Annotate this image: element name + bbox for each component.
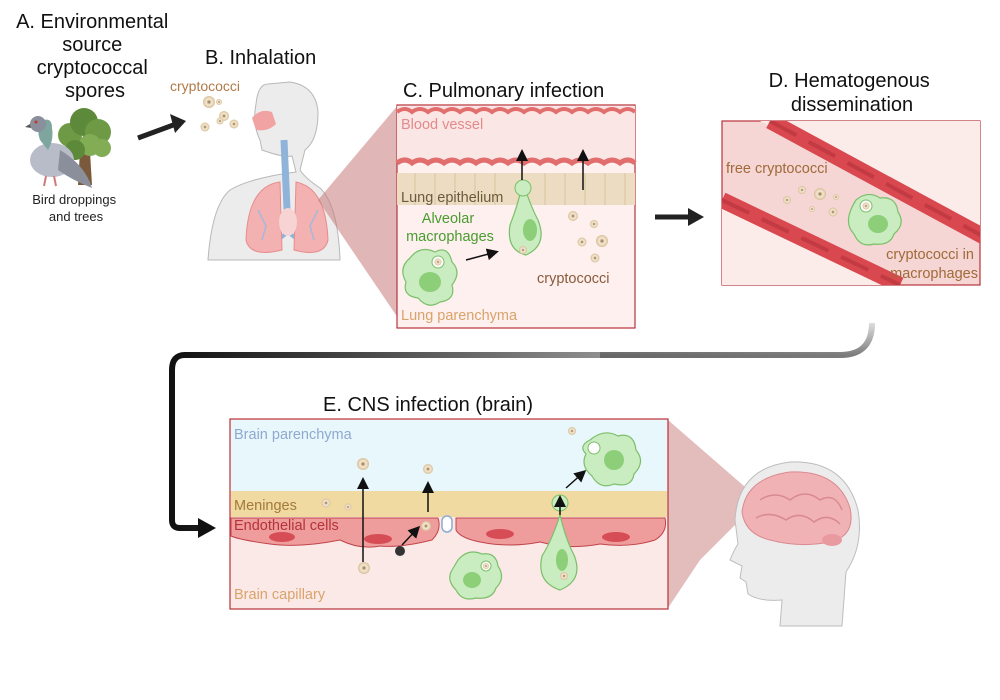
brain-parenchyma-label: Brain parenchyma — [234, 427, 353, 443]
alveolar-macrophages-label: Alveolar macrophages — [406, 211, 494, 245]
blood-vessel-label: Blood vessel — [401, 117, 483, 133]
human-bust-icon — [207, 81, 341, 261]
meninges-label: Meninges — [234, 498, 297, 514]
alveolar-macrophage — [402, 248, 458, 306]
panel-b: B. Inhalation cryptococci — [170, 47, 341, 261]
panel-d-title: D. Hematogenous dissemination — [769, 70, 936, 116]
lung-spores — [568, 211, 608, 263]
panel-e: E. CNS infection (brain) Brain parenchym… — [229, 394, 760, 610]
brain-macrophage — [582, 432, 642, 487]
lung-epithelium-label: Lung epithelium — [401, 190, 503, 206]
blood-spores — [783, 186, 839, 217]
zoom-wedge-lung — [318, 105, 398, 318]
panel-a: A. Environmental source cryptococcal spo… — [16, 11, 174, 224]
endothelial-cells-label: Endothelial cells — [234, 518, 339, 534]
arrow-d-to-e — [169, 322, 875, 538]
migrating-macrophage — [508, 149, 589, 256]
panel-c: C. Pulmonary infection Blood vessel Lung… — [395, 80, 637, 329]
panel-a-title: A. Environmental source cryptococcal spo… — [16, 11, 174, 102]
panel-b-cryptococci-label: cryptococci — [170, 78, 240, 94]
panel-d: D. Hematogenous dissemination free crypt… — [721, 70, 981, 286]
brain-capillary-label: Brain capillary — [234, 587, 326, 603]
cryptococci-in-macrophages-label: cryptococci in macrophages — [886, 247, 978, 282]
blood-macrophage — [847, 193, 902, 246]
panel-b-title: B. Inhalation — [205, 47, 316, 69]
panel-c-title: C. Pulmonary infection — [403, 80, 604, 102]
panel-a-caption: Bird droppings and trees — [32, 192, 119, 224]
arrow-a-to-b — [137, 114, 186, 141]
cns-spores — [321, 427, 576, 574]
inhaled-spores — [200, 96, 239, 132]
capillary-macrophage — [449, 551, 503, 600]
zoom-wedge-brain — [668, 420, 760, 608]
tree-icon — [58, 108, 111, 185]
lung-parenchyma-label: Lung parenchyma — [401, 308, 518, 324]
free-cryptococci-label: free cryptococci — [726, 161, 828, 177]
transmigrating-macrophage — [540, 494, 578, 591]
lung-cryptococci-label: cryptococci — [537, 271, 610, 287]
pigeon-icon — [25, 116, 92, 188]
head-brain-icon — [729, 461, 860, 627]
arrow-c-to-d — [655, 208, 704, 226]
panel-e-title: E. CNS infection (brain) — [323, 394, 533, 416]
